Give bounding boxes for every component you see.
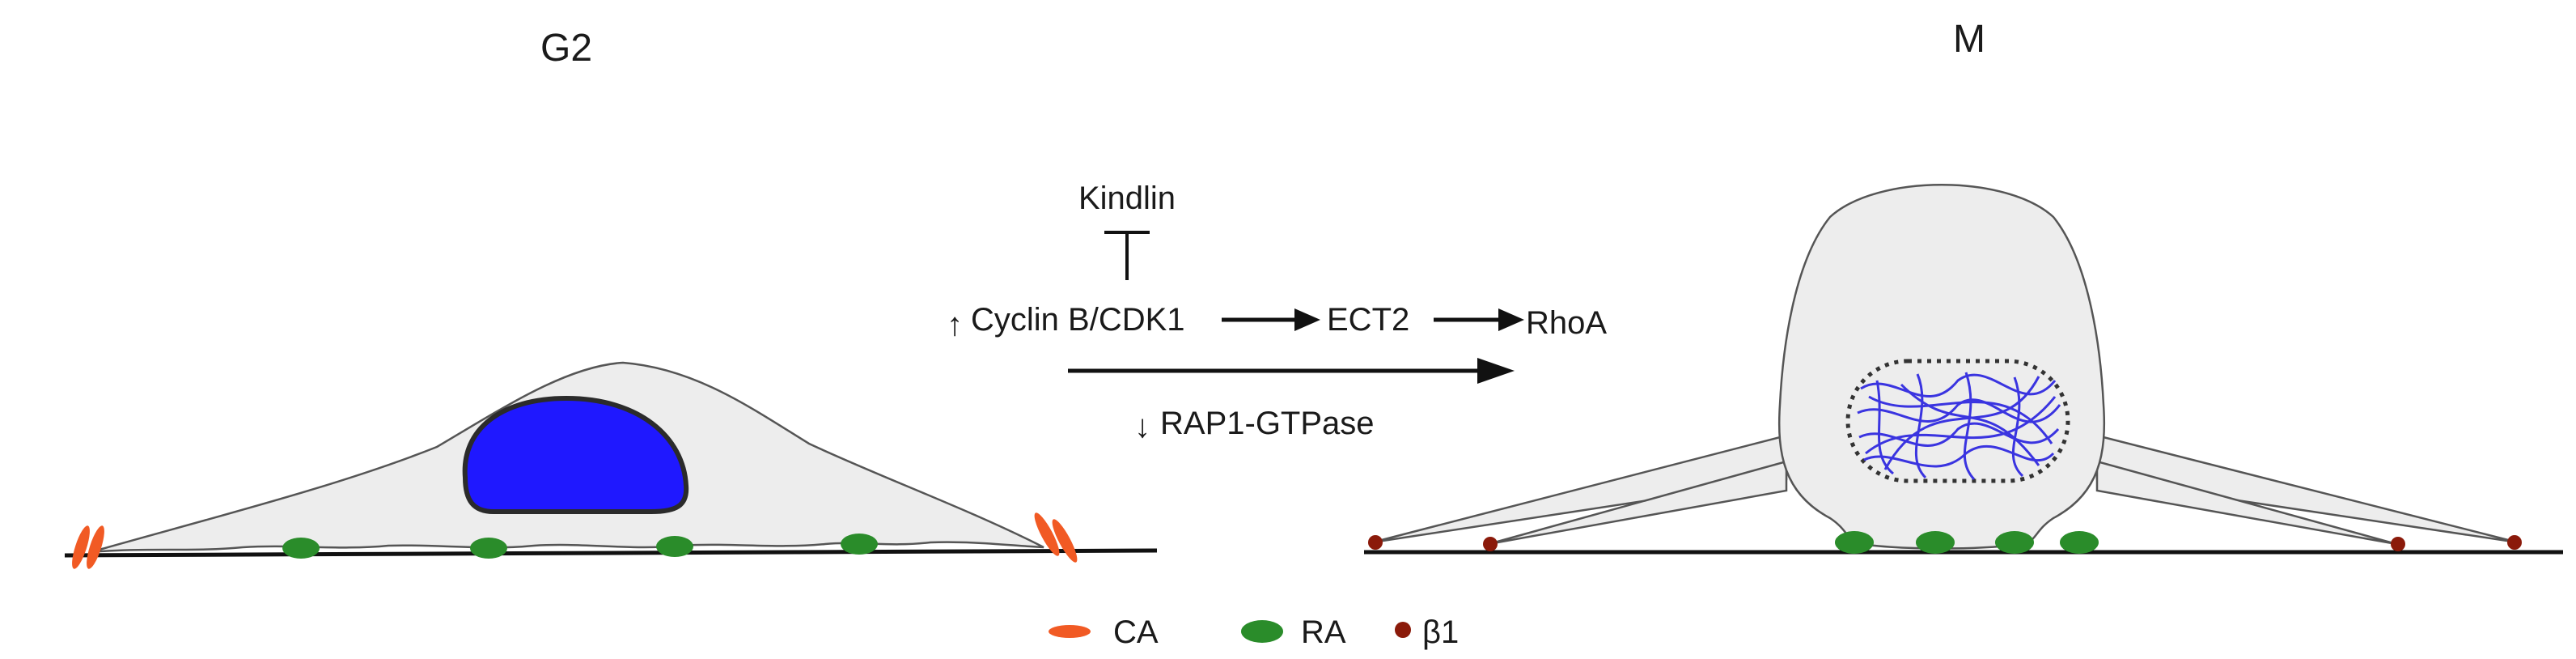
m-ra-adhesion xyxy=(1995,531,2034,554)
pathway-node-cyclin-b-cdk1: Cyclin B/CDK1 xyxy=(971,302,1185,338)
m-retraction-fiber xyxy=(1488,460,1788,546)
m-ra-adhesion xyxy=(1916,531,1955,554)
arrowhead xyxy=(1477,358,1515,384)
legend-swatch-beta1 xyxy=(1395,622,1411,638)
phase-label-m: M xyxy=(1953,18,1985,61)
g2-ra-adhesion xyxy=(470,538,507,559)
legend-label-ca: CA xyxy=(1113,614,1159,650)
g2-ra-adhesion xyxy=(841,534,878,555)
up-arrow-marker: ↑ xyxy=(947,307,963,342)
legend-label-ra: RA xyxy=(1301,614,1346,650)
m-beta1-adhesion xyxy=(2507,535,2522,550)
g2-ca-adhesion xyxy=(72,525,90,569)
g2-ca-adhesion xyxy=(87,525,104,569)
g2-cell xyxy=(64,361,1158,569)
phase-label-g2: G2 xyxy=(540,27,592,70)
g2-ca-adhesion xyxy=(1052,519,1078,563)
m-retraction-fiber xyxy=(2095,460,2397,546)
pathway-node-rap1-gtpase: RAP1-GTPase xyxy=(1160,406,1375,441)
g2-ca-adhesion xyxy=(1034,512,1060,556)
legend-label-beta1: β1 xyxy=(1422,614,1459,650)
g2-ra-adhesion xyxy=(282,538,320,559)
m-nuclear-envelope xyxy=(1845,359,2070,483)
m-ra-adhesion xyxy=(2060,531,2099,554)
legend-swatch-ca xyxy=(1049,625,1091,638)
m-ra-adhesion xyxy=(1835,531,1874,554)
m-beta1-adhesion xyxy=(1368,535,1383,550)
g2-ra-adhesion xyxy=(656,536,693,557)
m-chromatin xyxy=(1857,372,2061,481)
arrowhead xyxy=(1498,308,1524,331)
pathway-node-ect2: ECT2 xyxy=(1327,302,1409,338)
inhibitor-label-kindlin: Kindlin xyxy=(1078,181,1176,216)
m-cell xyxy=(1364,184,2563,555)
arrowhead xyxy=(1294,308,1320,331)
g2-substrate-line xyxy=(64,548,1158,558)
g2-nucleus xyxy=(462,395,689,514)
down-arrow-marker: ↓ xyxy=(1134,409,1150,444)
legend: CA RA β1 xyxy=(1049,614,1459,650)
legend-swatch-ra xyxy=(1241,620,1283,643)
m-cell-body xyxy=(1777,184,2106,550)
m-beta1-adhesion xyxy=(2391,537,2405,551)
signaling-pathway: Kindlin ↑ Cyclin B/CDK1 ECT2 RhoA ↓ RAP1… xyxy=(947,181,1607,444)
pathway-node-rhoa: RhoA xyxy=(1526,305,1607,341)
m-beta1-adhesion xyxy=(1483,537,1498,551)
